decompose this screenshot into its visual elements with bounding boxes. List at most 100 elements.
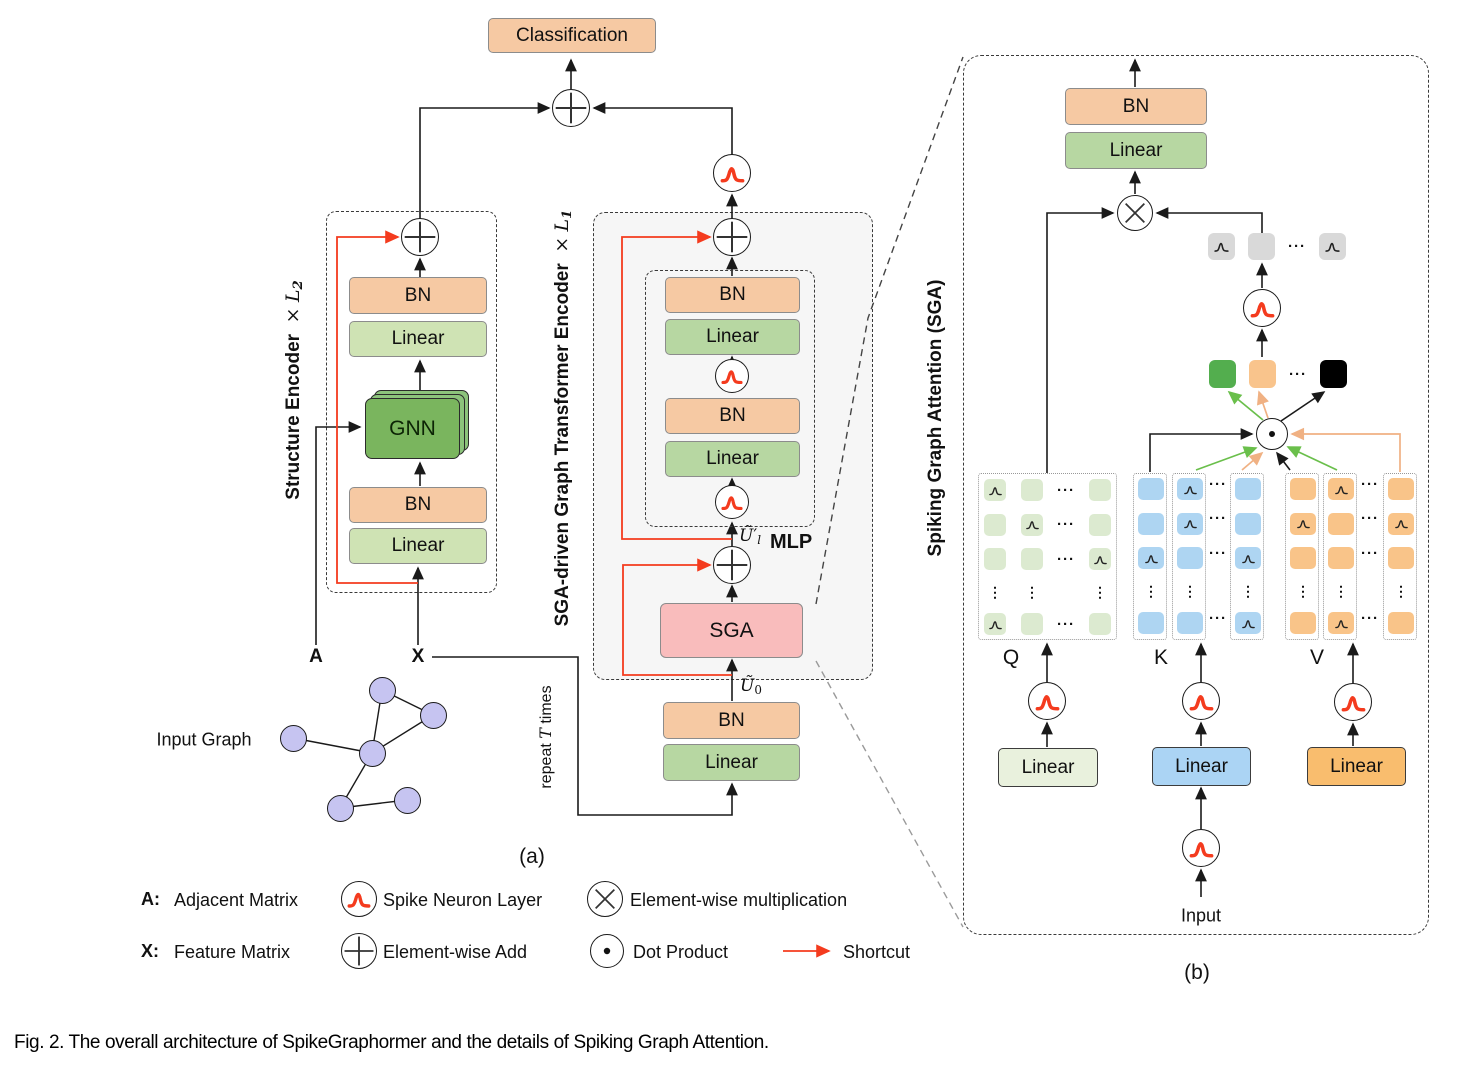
repeat-t-times-label: repeat T times: [536, 685, 555, 789]
spike-cell: [1290, 512, 1316, 535]
matrix-cell: [1138, 612, 1164, 634]
spike-cell: [1089, 548, 1111, 570]
ellipsis: ···: [1209, 475, 1227, 493]
spike-output-row: ···: [1208, 233, 1346, 260]
matrix-cell: [1290, 478, 1316, 500]
matrix-cell: [1290, 547, 1316, 569]
mask-cell: [1249, 360, 1276, 388]
v-linear-box: Linear: [1307, 747, 1406, 786]
k-label: K: [1153, 646, 1169, 669]
adjacency-matrix-label: A: [309, 646, 323, 667]
bn-box: BN: [349, 277, 487, 314]
bn-box: BN: [1065, 88, 1207, 125]
matrix-cell: [1138, 512, 1164, 535]
legend-a-value: Adjacent Matrix: [174, 890, 299, 910]
structure-encoder-title: Structure Encoder × L2: [281, 280, 307, 500]
spike-neuron-icon: [1028, 682, 1066, 720]
matrix-cell: [1388, 547, 1414, 569]
linear-box: Linear: [663, 744, 800, 781]
v-matrix-column: ⋮: [1383, 473, 1417, 640]
bn-box: BN: [663, 702, 800, 739]
add-icon: [552, 89, 590, 127]
bn-box: BN: [665, 398, 800, 434]
u-l-prime-label: Ũ′l: [739, 526, 762, 547]
matrix-cell: [1021, 479, 1043, 501]
spike-neuron-icon: [1182, 829, 1220, 867]
matrix-cell: [1021, 613, 1043, 635]
multiply-icon: [587, 881, 623, 917]
spike-cell: [1328, 612, 1354, 634]
spike-cell: [1328, 478, 1354, 500]
ellipsis: ···: [1289, 365, 1307, 383]
spike-neuron-icon: [715, 359, 749, 393]
matrix-cell: [984, 548, 1006, 570]
matrix-cell: [1138, 478, 1164, 500]
q-matrix: ·········⋮⋮⋮···: [978, 473, 1117, 640]
ellipsis: ···: [1209, 544, 1227, 562]
legend-add-label: Element-wise Add: [383, 942, 528, 962]
matrix-cell: [1089, 613, 1111, 635]
classification-box: Classification: [488, 18, 656, 53]
vertical-ellipsis: ⋮: [1241, 582, 1255, 599]
ellipsis: ···: [1361, 609, 1379, 627]
spike-neuron-icon: [1182, 682, 1220, 720]
spike-neuron-icon: [1334, 683, 1372, 721]
legend-x-value: Feature Matrix: [174, 942, 291, 962]
ellipsis: ···: [1209, 510, 1227, 527]
legend-x-key: X:: [141, 941, 159, 961]
structure-encoder-panel: [326, 211, 497, 593]
output-cell: [1248, 233, 1275, 260]
v-matrix-ellipsis: ············: [1359, 473, 1379, 640]
linear-box: Linear: [665, 319, 800, 355]
spike-output-cell: [1319, 233, 1346, 260]
graph-node: [326, 794, 354, 822]
matrix-cell: [1177, 547, 1203, 569]
spike-cell: [1177, 478, 1203, 500]
linear-box: Linear: [665, 441, 800, 477]
dot-product-icon: [1256, 418, 1288, 450]
spike-cell: [1235, 612, 1261, 634]
gnn-box: GNN: [365, 398, 460, 459]
linear-box: Linear: [1065, 132, 1207, 169]
spike-cell: [1388, 512, 1414, 535]
ellipsis: ···: [1057, 516, 1075, 533]
vertical-ellipsis: ⋮: [1025, 583, 1039, 600]
mask-cell: [1209, 360, 1236, 388]
blank-cell: [1359, 575, 1381, 597]
matrix-cell: [1235, 478, 1261, 500]
spike-cell: [1235, 547, 1261, 569]
vertical-ellipsis: ⋮: [1144, 582, 1158, 599]
u0-label: Ũ0: [740, 676, 762, 697]
figure-caption: Fig. 2. The overall architecture of Spik…: [14, 1032, 769, 1053]
vertical-ellipsis: ⋮: [1394, 582, 1408, 599]
legend-multiply-label: Element-wise multiplication: [630, 890, 848, 910]
matrix-cell: [1328, 547, 1354, 569]
spike-cell: [1021, 513, 1043, 536]
ellipsis: ···: [1361, 544, 1379, 562]
matrix-cell: [1388, 478, 1414, 500]
vertical-ellipsis: ⋮: [1296, 582, 1310, 599]
linear-box: Linear: [349, 321, 487, 357]
matrix-cell: [1328, 512, 1354, 535]
ellipsis: ···: [1209, 609, 1227, 627]
matrix-cell: [1177, 612, 1203, 634]
vertical-ellipsis: ⋮: [1093, 583, 1107, 600]
spike-neuron-icon: [715, 485, 749, 519]
ellipsis: ···: [1057, 550, 1075, 568]
ellipsis: ···: [1361, 510, 1379, 527]
bn-box: BN: [349, 487, 487, 523]
matrix-cell: [1235, 512, 1261, 535]
spike-neuron-icon: [341, 881, 377, 917]
input-label: Input: [1180, 905, 1222, 926]
add-icon: [713, 218, 751, 256]
ellipsis: ···: [1057, 615, 1075, 633]
input-graph-label: Input Graph: [156, 729, 252, 750]
spike-cell: [1138, 547, 1164, 569]
matrix-cell: [1089, 479, 1111, 501]
v-matrix-column: ⋮: [1285, 473, 1319, 640]
bn-box: BN: [665, 277, 800, 313]
mask-cell: [1320, 360, 1347, 388]
spike-output-cell: [1208, 233, 1235, 260]
